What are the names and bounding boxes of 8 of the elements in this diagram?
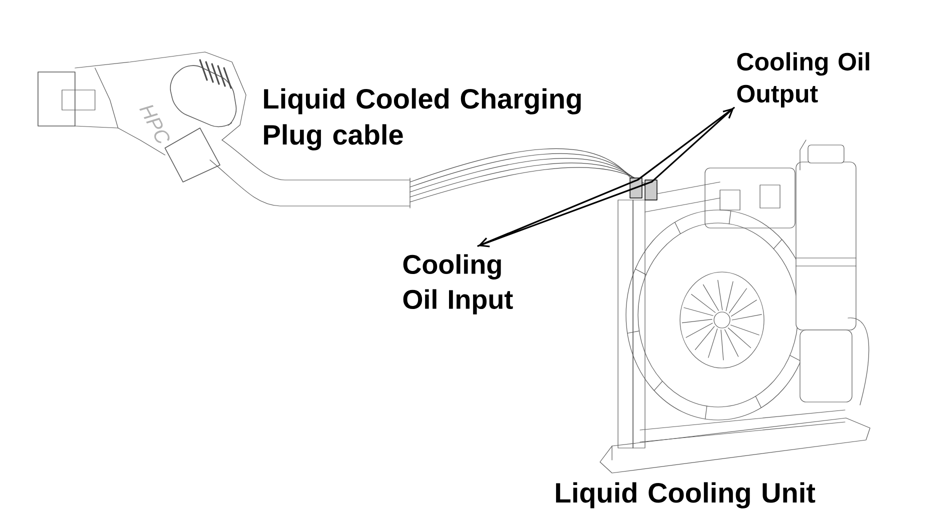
cooling-unit-drawing bbox=[600, 140, 870, 474]
arrow bbox=[637, 106, 735, 183]
callout-label: Liquid Cooled Charging Plug cable bbox=[264, 88, 581, 150]
arrow bbox=[477, 179, 653, 248]
callout-label: Liquid Cooling Unit bbox=[556, 482, 816, 508]
plug-lettering: HPC bbox=[139, 105, 170, 144]
callout-label: Cooling Oil Input bbox=[403, 254, 513, 314]
callout-label: Cooling Oil Output bbox=[737, 52, 870, 108]
